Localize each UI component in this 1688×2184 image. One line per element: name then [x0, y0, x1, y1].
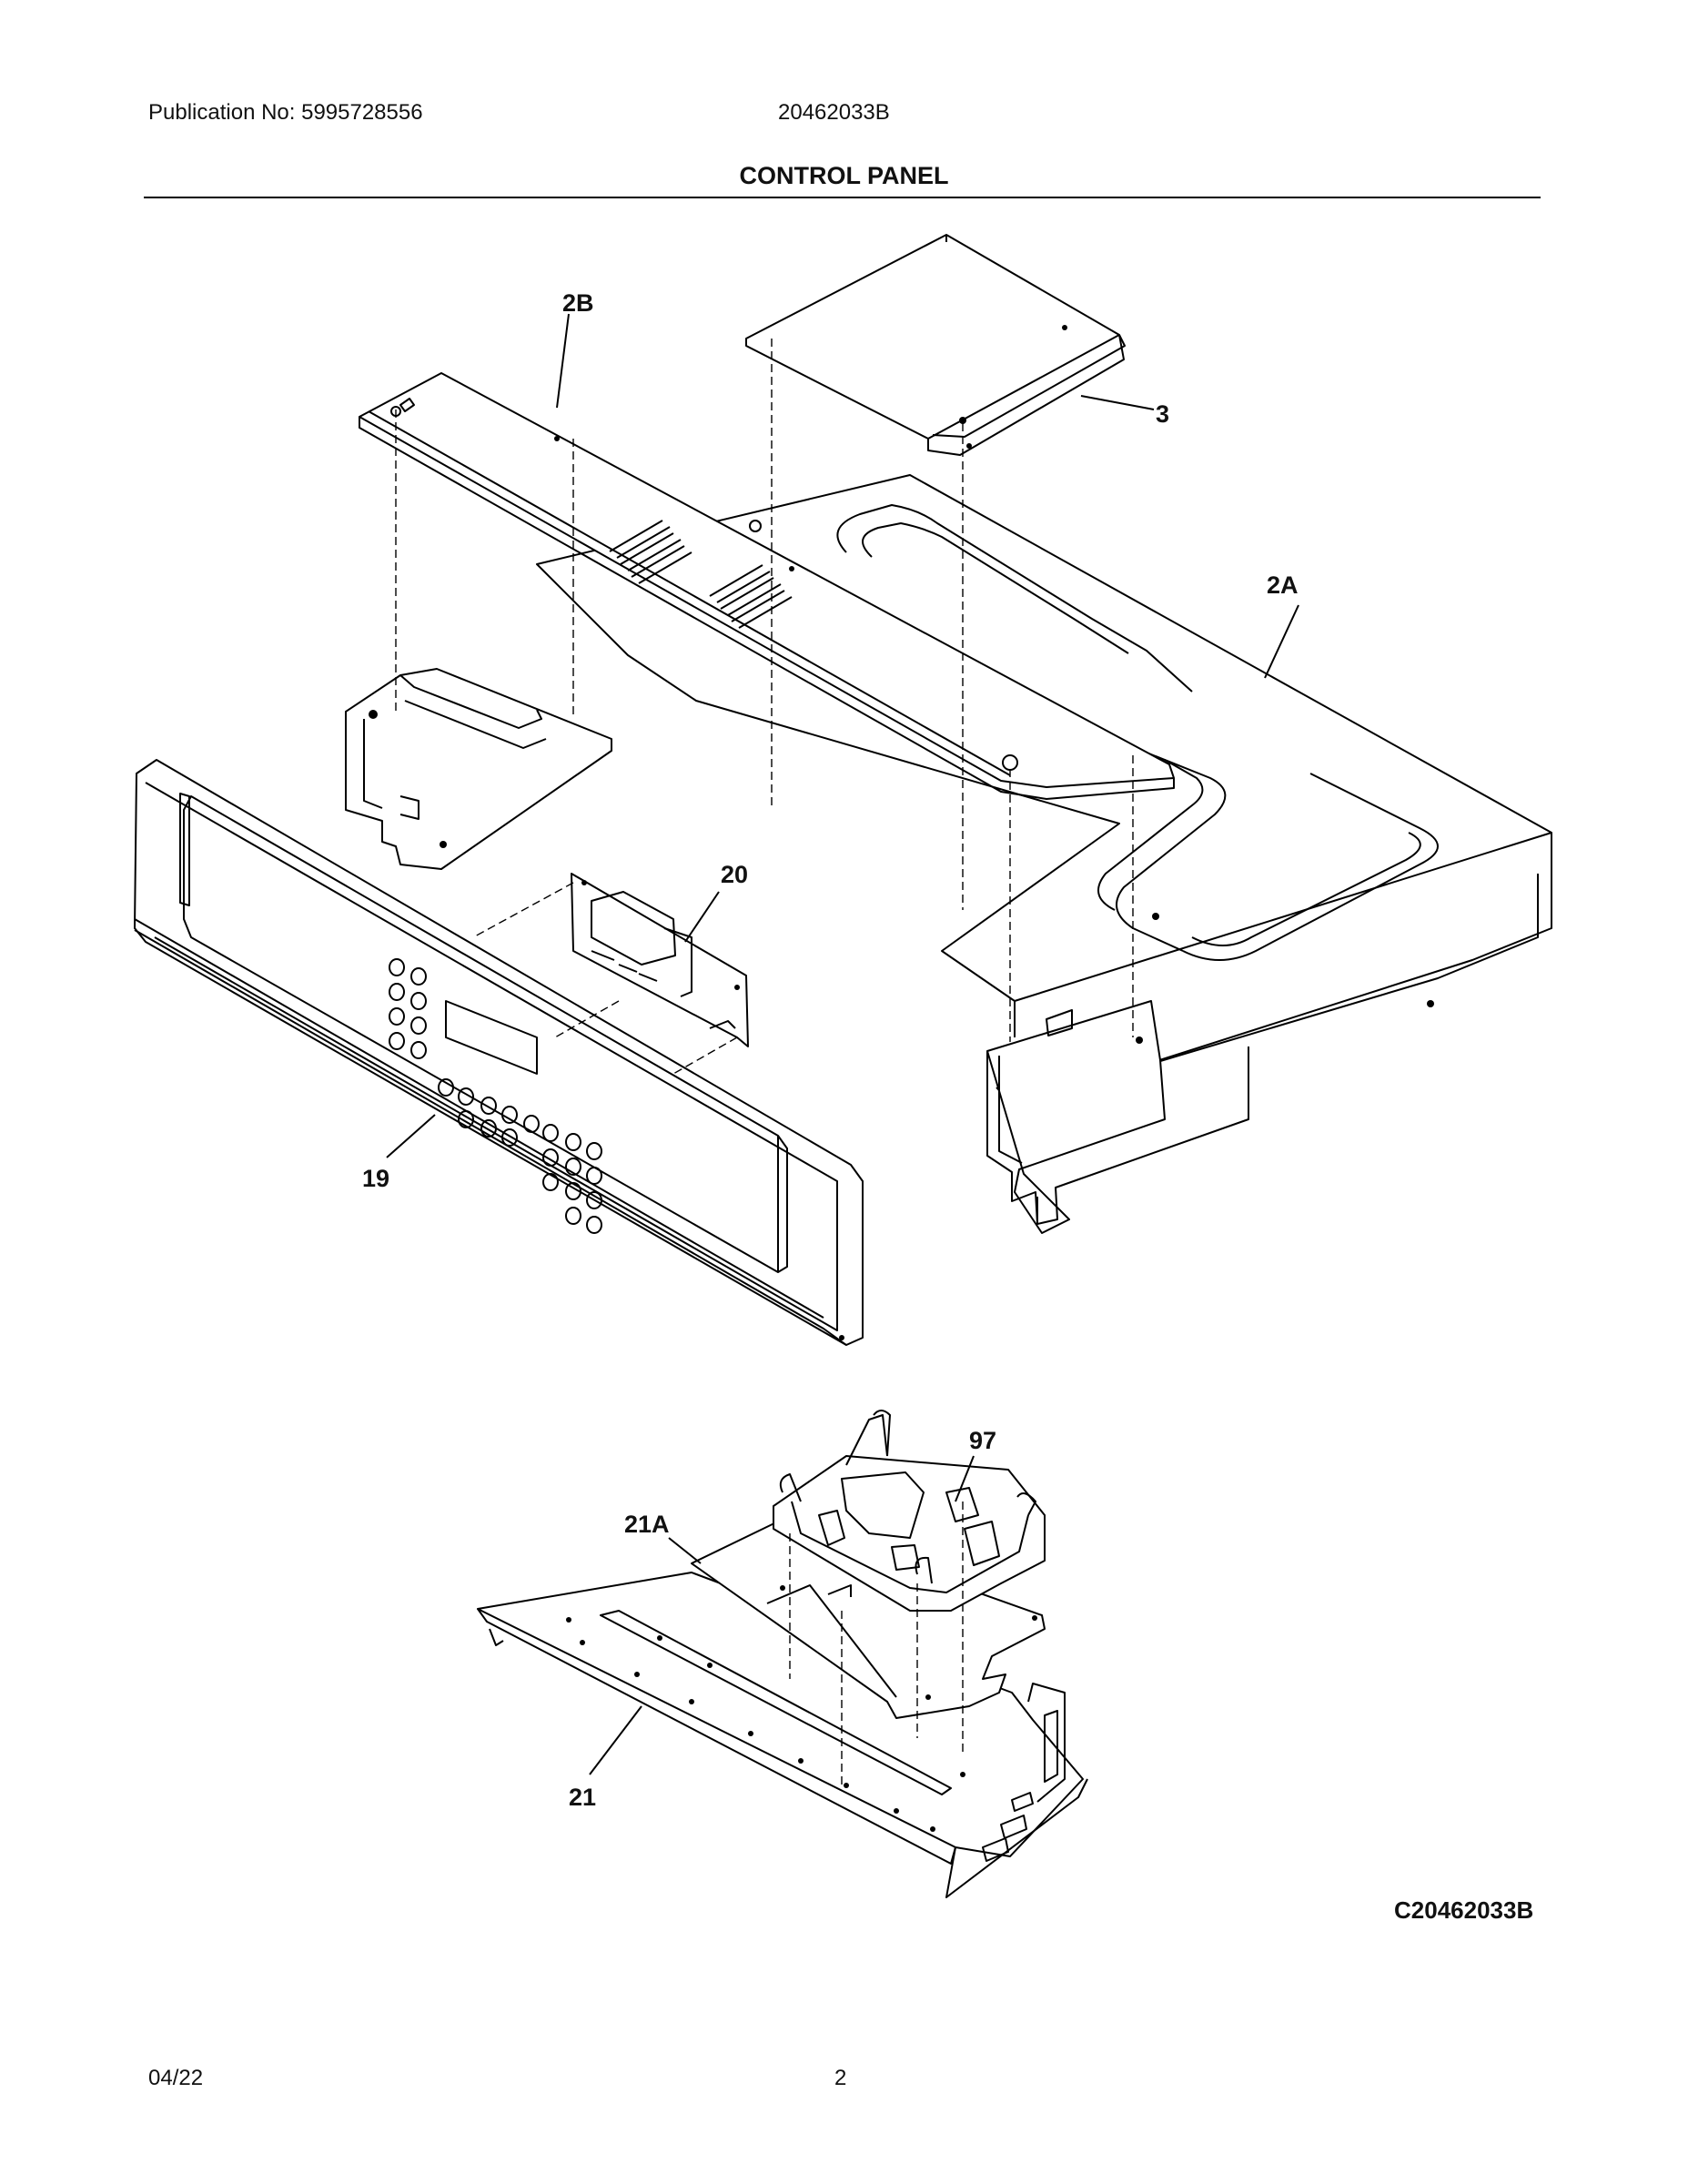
- drawing-code: C20462033B: [1394, 1896, 1534, 1924]
- callout-21a: 21A: [624, 1511, 670, 1538]
- callout-21: 21: [569, 1784, 597, 1811]
- publication-number: Publication No: 5995728556: [148, 100, 423, 125]
- part-19-front-panel: [134, 759, 864, 1346]
- exploded-guide-lines-upper: [395, 339, 1134, 1075]
- callout-97: 97: [969, 1427, 997, 1454]
- callout-3: 3: [1156, 400, 1170, 428]
- exploded-guide-lines-lower: [789, 1502, 964, 1788]
- document-number: 20462033B: [778, 100, 890, 125]
- callout-2a: 2A: [1267, 571, 1299, 599]
- page-number: 2: [834, 2066, 847, 2090]
- keypad-buttons: [389, 958, 602, 1234]
- left-side-bracket: [345, 668, 612, 870]
- part-20-control-board: [571, 873, 749, 1047]
- vent-slots: [609, 520, 793, 629]
- callout-leaders: [386, 313, 1299, 1775]
- footer-date: 04/22: [148, 2066, 204, 2090]
- title-rule: [144, 197, 1541, 198]
- callout-2b: 2B: [562, 289, 594, 317]
- page-title: CONTROL PANEL: [739, 162, 949, 189]
- callout-20: 20: [721, 861, 749, 888]
- part-21a-board-plate: [691, 1521, 1046, 1719]
- part-97-power-board: [773, 1410, 1046, 1612]
- display-window: [445, 1000, 538, 1075]
- part-3-cover-plate: [745, 234, 1126, 456]
- part-21-mounting-bracket: [477, 1572, 1088, 1898]
- callout-19: 19: [362, 1165, 390, 1192]
